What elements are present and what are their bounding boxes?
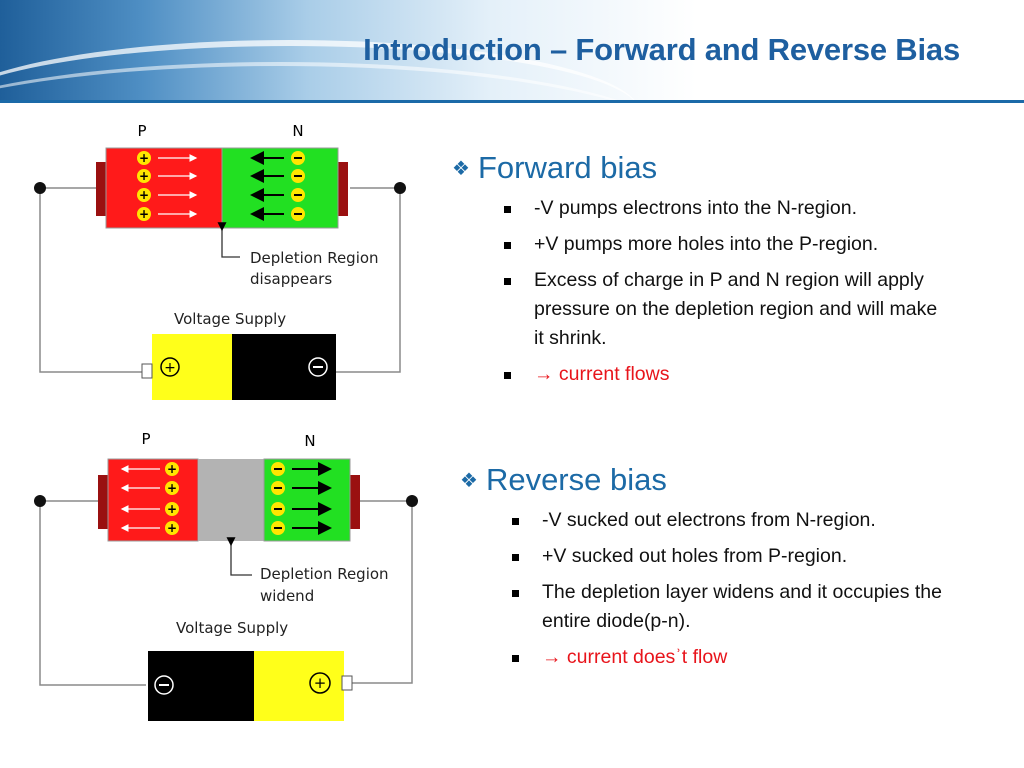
list-item: Excess of charge in P and N region will … xyxy=(500,266,950,353)
terminal-dot xyxy=(34,182,46,194)
electron-charges xyxy=(291,151,305,221)
square-bullet-icon xyxy=(504,372,511,379)
depletion-region xyxy=(198,459,264,541)
p-region xyxy=(107,458,199,542)
svg-text:+: + xyxy=(139,151,149,165)
depletion-pointer xyxy=(226,537,252,576)
svg-text:+: + xyxy=(139,169,149,183)
depletion-pointer xyxy=(217,222,240,258)
square-bullet-icon xyxy=(504,278,511,285)
p-label: P xyxy=(137,122,146,140)
electron-arrows xyxy=(292,462,332,535)
list-item: -V pumps electrons into the N-region. xyxy=(500,194,950,223)
hole-charges: + + + + xyxy=(165,462,179,535)
list-item: -V sucked out electrons from N-region. xyxy=(508,506,958,535)
list-item: +V pumps more holes into the P-region. xyxy=(500,230,950,259)
forward-bias-heading: ❖ Forward bias xyxy=(452,150,992,186)
diode-contact-right xyxy=(336,162,348,216)
reverse-bias-title: Reverse bias xyxy=(485,462,667,497)
battery-minus-icon xyxy=(308,357,328,377)
reverse-bias-diagram: + + + + P N Depletion Region widend Volt… xyxy=(34,430,418,721)
list-item: +V sucked out holes from P-region. xyxy=(508,542,958,571)
slide-title: Introduction – Forward and Reverse Bias xyxy=(363,32,960,67)
battery-positive-cell xyxy=(152,334,232,400)
battery-terminal xyxy=(341,675,353,691)
reverse-bias-heading: ❖ Reverse bias xyxy=(460,462,1000,498)
hole-arrows xyxy=(158,154,198,218)
svg-text:+: + xyxy=(167,462,177,476)
square-bullet-icon xyxy=(504,242,511,249)
terminal-dot xyxy=(406,495,418,507)
diode-contact-left xyxy=(96,162,108,216)
svg-text:+: + xyxy=(167,481,177,495)
battery-plus-icon xyxy=(309,672,331,694)
depletion-label-line1: Depletion Region xyxy=(260,565,389,583)
header-divider xyxy=(0,100,1024,103)
diamond-bullet-icon: ❖ xyxy=(452,157,470,180)
forward-bias-diagram: + + + + P N Depletion Region disappears … xyxy=(34,122,406,400)
p-label: P xyxy=(141,430,150,448)
n-region xyxy=(221,147,339,229)
header-swoosh xyxy=(0,62,680,102)
slide-header-banner: Introduction – Forward and Reverse Bias xyxy=(0,0,1024,102)
depletion-label-line1: Depletion Region xyxy=(250,249,379,267)
electron-charges xyxy=(271,462,285,535)
list-item: The depletion layer widens and it occupi… xyxy=(508,578,958,636)
svg-text:+: + xyxy=(139,188,149,202)
circuit-wire xyxy=(39,500,413,686)
square-bullet-icon xyxy=(504,206,511,213)
forward-bias-title: Forward bias xyxy=(477,150,658,185)
diamond-bullet-icon: ❖ xyxy=(460,469,478,492)
n-label: N xyxy=(292,122,303,140)
reverse-bias-points: -V sucked out electrons from N-region. +… xyxy=(508,506,958,672)
depletion-label-line2: widend xyxy=(260,587,314,605)
battery-terminal xyxy=(141,363,153,379)
list-item: → current doesʾt flow xyxy=(508,643,958,672)
list-item: → current flows xyxy=(500,360,950,389)
square-bullet-icon xyxy=(512,590,519,597)
forward-bias-points: -V pumps electrons into the N-region. +V… xyxy=(500,194,950,389)
svg-text:+: + xyxy=(167,502,177,516)
battery-plus-icon xyxy=(160,357,180,377)
depletion-label-line2: disappears xyxy=(250,270,332,288)
terminal-dot xyxy=(394,182,406,194)
header-swoosh xyxy=(0,40,640,102)
square-bullet-icon xyxy=(512,518,519,525)
forward-bias-section: ❖ Forward bias -V pumps electrons into t… xyxy=(452,150,992,396)
n-label: N xyxy=(304,432,315,450)
p-region xyxy=(105,147,223,229)
hole-arrows xyxy=(120,465,160,532)
terminal-dot xyxy=(34,495,46,507)
electron-arrows xyxy=(250,151,284,221)
diode-contact-left xyxy=(98,475,110,529)
square-bullet-icon xyxy=(512,655,519,662)
battery-plus-sign: + xyxy=(314,674,327,692)
circuit-wire xyxy=(39,187,401,373)
battery-minus-icon xyxy=(154,675,174,695)
reverse-bias-section: ❖ Reverse bias -V sucked out electrons f… xyxy=(460,462,1000,679)
voltage-supply-label: Voltage Supply xyxy=(174,310,286,328)
battery-plus-sign: + xyxy=(164,360,176,376)
voltage-supply-label: Voltage Supply xyxy=(176,619,288,637)
square-bullet-icon xyxy=(512,554,519,561)
svg-text:+: + xyxy=(167,521,177,535)
hole-charges: + + + + xyxy=(137,151,151,221)
battery-positive-cell xyxy=(254,651,344,721)
svg-text:+: + xyxy=(139,207,149,221)
diode-contact-right xyxy=(348,475,360,529)
